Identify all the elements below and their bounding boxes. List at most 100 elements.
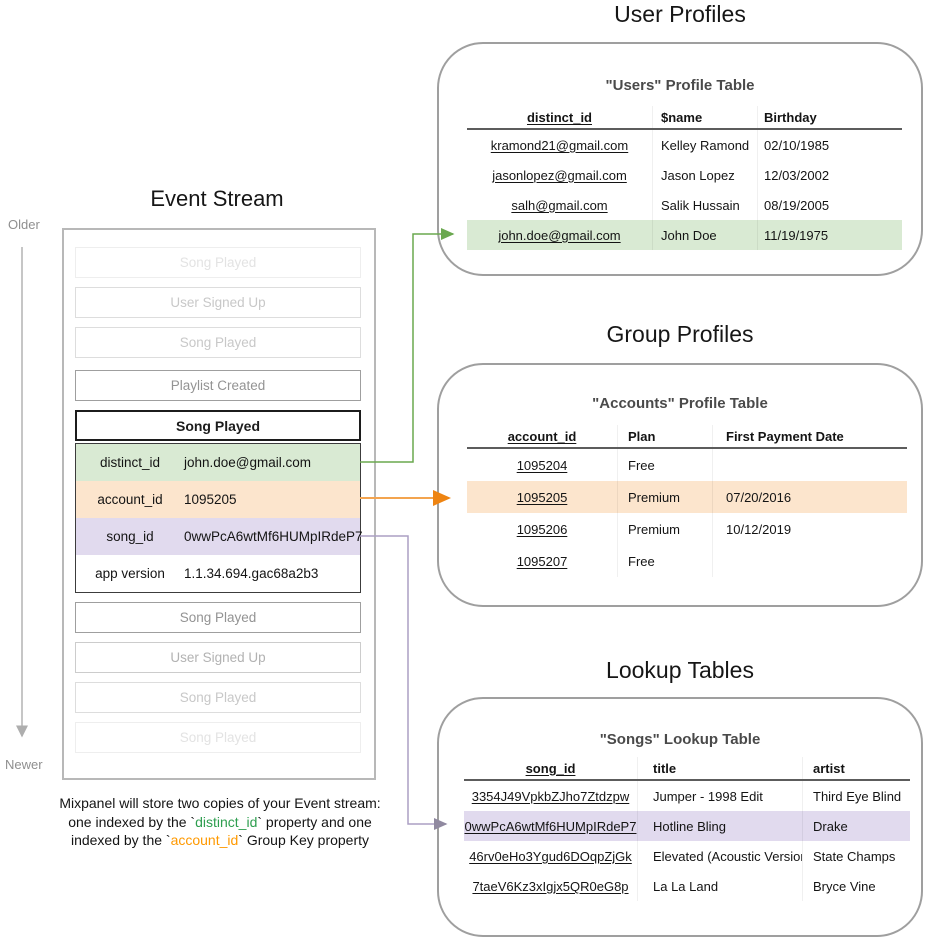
property-key: app version bbox=[95, 566, 165, 581]
event-property-row-account-id: account_id 1095205 bbox=[76, 481, 360, 518]
cell-artist: Bryce Vine bbox=[802, 871, 910, 901]
cell-plan: Premium bbox=[617, 481, 712, 513]
table-header-row: distinct_id $name Birthday bbox=[467, 106, 902, 130]
cell-account-id: 1095204 bbox=[516, 457, 568, 473]
caption-text: one indexed by the ` bbox=[68, 813, 196, 830]
caption-line: one indexed by the `distinct_id` propert… bbox=[10, 813, 430, 832]
cell-plan: Free bbox=[617, 449, 712, 481]
column-header: Plan bbox=[617, 425, 712, 447]
cell-account-id: 1095206 bbox=[516, 521, 568, 537]
cell-song-id: 0wwPcA6wtMf6HUMpIRdeP7 bbox=[464, 818, 637, 834]
users-table: distinct_id $name Birthday kramond21@gma… bbox=[467, 106, 902, 250]
cell-plan: Premium bbox=[617, 513, 712, 545]
caption: Mixpanel will store two copies of your E… bbox=[10, 794, 430, 850]
accounts-table: account_id Plan First Payment Date 10952… bbox=[467, 425, 907, 577]
event-box: Song Played bbox=[75, 602, 361, 633]
table-row: 46rv0eHo3Ygud6DOqpZjGk Elevated (Acousti… bbox=[464, 841, 910, 871]
column-header: $name bbox=[652, 106, 757, 128]
cell-birthday: 08/19/2005 bbox=[757, 190, 902, 220]
caption-text: Mixpanel will store two copies of your E… bbox=[59, 795, 381, 811]
songs-table-title: "Songs" Lookup Table bbox=[599, 731, 761, 748]
newer-label: Newer bbox=[5, 757, 43, 772]
event-property-row-app-version: app version 1.1.34.694.gac68a2b3 bbox=[76, 555, 360, 592]
table-header-row: account_id Plan First Payment Date bbox=[467, 425, 907, 449]
account-id-code: account_id bbox=[170, 832, 239, 848]
event-property-row-distinct-id: distinct_id john.doe@gmail.com bbox=[76, 444, 360, 481]
event-label: Song Played bbox=[179, 335, 257, 350]
cell-account-id: 1095207 bbox=[516, 553, 568, 569]
event-label: User Signed Up bbox=[170, 650, 266, 665]
cell-title: La La Land bbox=[637, 871, 802, 901]
cell-birthday: 12/03/2002 bbox=[757, 160, 902, 190]
column-header: song_id bbox=[525, 760, 576, 776]
lookup-tables-title: Lookup Tables bbox=[606, 657, 754, 683]
event-property-row-song-id: song_id 0wwPcA6wtMf6HUMpIRdeP7 bbox=[76, 518, 363, 555]
table-row-highlighted: 1095205 Premium 07/20/2016 bbox=[467, 481, 907, 513]
older-label: Older bbox=[8, 217, 40, 232]
table-row: salh@gmail.com Salik Hussain 08/19/2005 bbox=[467, 190, 902, 220]
property-value: john.doe@gmail.com bbox=[184, 455, 312, 470]
event-box: Song Played bbox=[75, 327, 361, 358]
cell-distinct-id: salh@gmail.com bbox=[511, 197, 608, 213]
column-header: account_id bbox=[507, 428, 577, 444]
cell-plan: Free bbox=[617, 545, 712, 577]
cell-name: John Doe bbox=[652, 220, 757, 250]
songs-lookup-card: "Songs" Lookup Table song_id title artis… bbox=[437, 697, 923, 937]
property-value: 1095205 bbox=[184, 492, 237, 507]
accounts-table-title: "Accounts" Profile Table bbox=[592, 395, 768, 412]
caption-line: Mixpanel will store two copies of your E… bbox=[10, 794, 430, 813]
event-label: User Signed Up bbox=[170, 295, 266, 310]
event-label: Song Played bbox=[179, 255, 257, 270]
property-key: song_id bbox=[106, 529, 154, 544]
accounts-profile-card: "Accounts" Profile Table account_id Plan… bbox=[437, 363, 923, 607]
caption-text: indexed by the ` bbox=[70, 832, 171, 848]
cell-title: Hotline Bling bbox=[637, 811, 802, 841]
event-box: User Signed Up bbox=[75, 287, 361, 318]
cell-name: Jason Lopez bbox=[652, 160, 757, 190]
cell-song-id: 7taeV6Kz3xIgjx5QR0eG8p bbox=[472, 878, 629, 894]
event-label: Song Played bbox=[179, 690, 257, 705]
table-row: 1095204 Free bbox=[467, 449, 907, 481]
song-played-event-card-header: Song Played bbox=[75, 410, 361, 441]
table-header-row: song_id title artist bbox=[464, 757, 910, 781]
column-header: distinct_id bbox=[526, 109, 592, 125]
table-row: kramond21@gmail.com Kelley Ramond 02/10/… bbox=[467, 130, 902, 160]
cell-first-payment-date bbox=[712, 449, 907, 481]
cell-name: Kelley Ramond bbox=[652, 130, 757, 160]
table-row: jasonlopez@gmail.com Jason Lopez 12/03/2… bbox=[467, 160, 902, 190]
users-profile-card: "Users" Profile Table distinct_id $name … bbox=[437, 42, 923, 276]
cell-title: Jumper - 1998 Edit bbox=[637, 781, 802, 811]
caption-text: ` Group Key property bbox=[238, 832, 370, 848]
property-key: distinct_id bbox=[99, 455, 161, 470]
table-row-highlighted: john.doe@gmail.com John Doe 11/19/1975 bbox=[467, 220, 902, 250]
cell-artist: Third Eye Blind bbox=[802, 781, 910, 811]
column-header: title bbox=[637, 757, 802, 779]
event-label: Song Played bbox=[179, 730, 257, 745]
caption-line: indexed by the `account_id` Group Key pr… bbox=[10, 831, 430, 850]
cell-distinct-id: jasonlopez@gmail.com bbox=[492, 167, 627, 183]
cell-name: Salik Hussain bbox=[652, 190, 757, 220]
property-value: 0wwPcA6wtMf6HUMpIRdeP7 bbox=[184, 529, 363, 544]
cell-birthday: 02/10/1985 bbox=[757, 130, 902, 160]
property-value: 1.1.34.694.gac68a2b3 bbox=[184, 566, 319, 581]
event-label: Song Played bbox=[179, 610, 257, 625]
cell-title: Elevated (Acoustic Version) bbox=[637, 841, 802, 871]
users-table-title: "Users" Profile Table bbox=[605, 77, 755, 94]
event-box: Playlist Created bbox=[75, 370, 361, 401]
table-row: 7taeV6Kz3xIgjx5QR0eG8p La La Land Bryce … bbox=[464, 871, 910, 901]
column-header: artist bbox=[802, 757, 910, 779]
cell-account-id: 1095205 bbox=[516, 489, 568, 505]
event-box: User Signed Up bbox=[75, 642, 361, 673]
table-row: 3354J49VpkbZJho7Ztdzpw Jumper - 1998 Edi… bbox=[464, 781, 910, 811]
property-key: account_id bbox=[97, 492, 163, 507]
event-box: Song Played bbox=[75, 682, 361, 713]
event-box: Song Played bbox=[75, 247, 361, 278]
user-profiles-title: User Profiles bbox=[614, 1, 746, 27]
column-header: First Payment Date bbox=[712, 425, 907, 447]
table-row-highlighted: 0wwPcA6wtMf6HUMpIRdeP7 Hotline Bling Dra… bbox=[464, 811, 910, 841]
cell-artist: State Champs bbox=[802, 841, 910, 871]
event-box: Song Played bbox=[75, 722, 361, 753]
cell-distinct-id: kramond21@gmail.com bbox=[490, 137, 629, 153]
table-row: 1095206 Premium 10/12/2019 bbox=[467, 513, 907, 545]
